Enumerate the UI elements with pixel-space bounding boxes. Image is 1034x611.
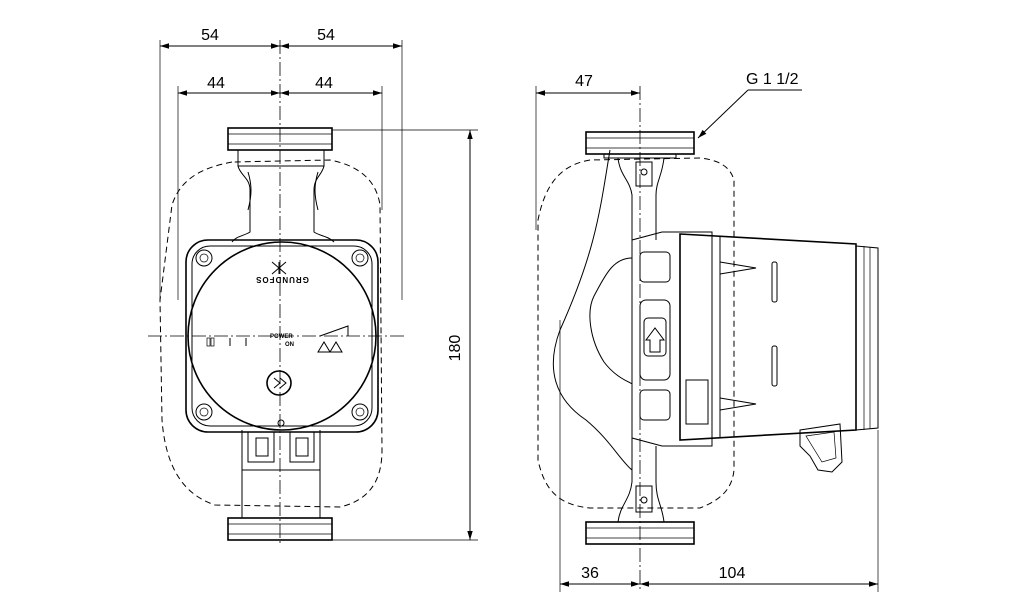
side-insulation-outline: [537, 157, 735, 509]
brand-text: GRUNDFOS: [255, 275, 309, 284]
grundfos-logo: GRUNDFOS: [255, 261, 309, 284]
front-plug: [241, 430, 321, 518]
on-label: ON: [285, 342, 294, 348]
dim-front-height: 180: [447, 335, 464, 362]
dim-side-top: 47: [575, 73, 593, 90]
side-view: [537, 86, 879, 590]
dim-front-outer-right: 54: [317, 27, 335, 44]
dim-front-inner-left: 44: [207, 75, 225, 92]
front-view: GRUNDFOS POWER ON: [148, 40, 404, 545]
front-level-steps: [317, 325, 349, 353]
thread-label: G 1 1/2: [746, 71, 799, 88]
front-insulation-outline: [159, 159, 383, 508]
side-motor: [679, 233, 879, 441]
dim-side-bottom-left: 36: [581, 565, 599, 582]
power-label: POWER: [270, 334, 293, 340]
side-plug: [799, 423, 843, 473]
side-dimensions: 47 36 104 G 1 1/2: [535, 71, 879, 592]
front-screws: [195, 249, 369, 421]
dim-front-outer-left: 54: [201, 27, 219, 44]
side-flow-arrow-box: [639, 299, 671, 381]
front-body-neck: [231, 165, 335, 243]
front-control-button: [266, 370, 292, 396]
front-dimensions: 54 54 44 44 180: [159, 27, 478, 541]
dim-front-inner-right: 44: [315, 75, 333, 92]
dim-side-bottom-right: 104: [719, 565, 746, 582]
front-indicator-bars: [206, 337, 247, 347]
